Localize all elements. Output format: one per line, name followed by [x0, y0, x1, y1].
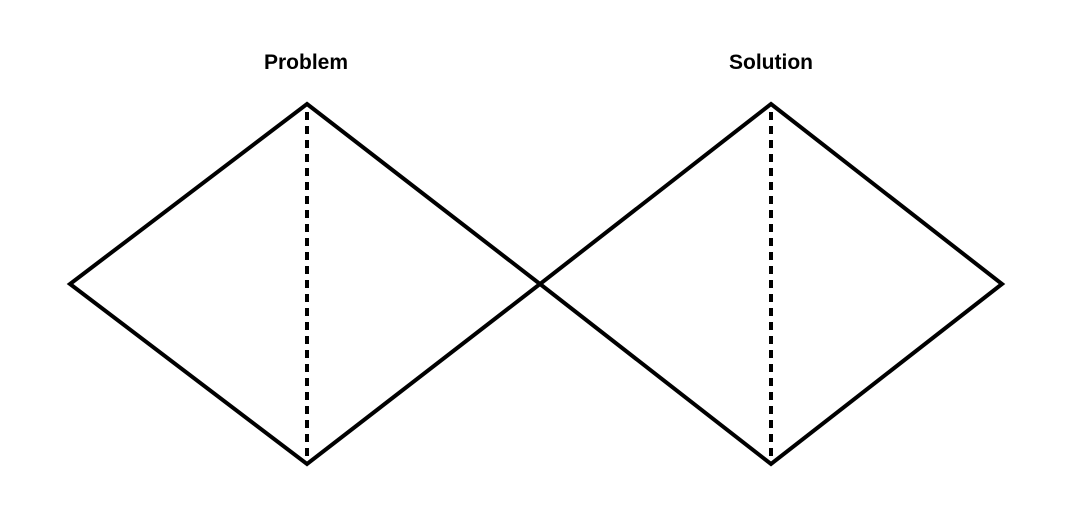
problem-diamond — [66, 101, 544, 467]
problem-label: Problem — [264, 51, 348, 74]
solution-label: Solution — [729, 51, 813, 74]
solution-diamond — [536, 101, 1006, 467]
